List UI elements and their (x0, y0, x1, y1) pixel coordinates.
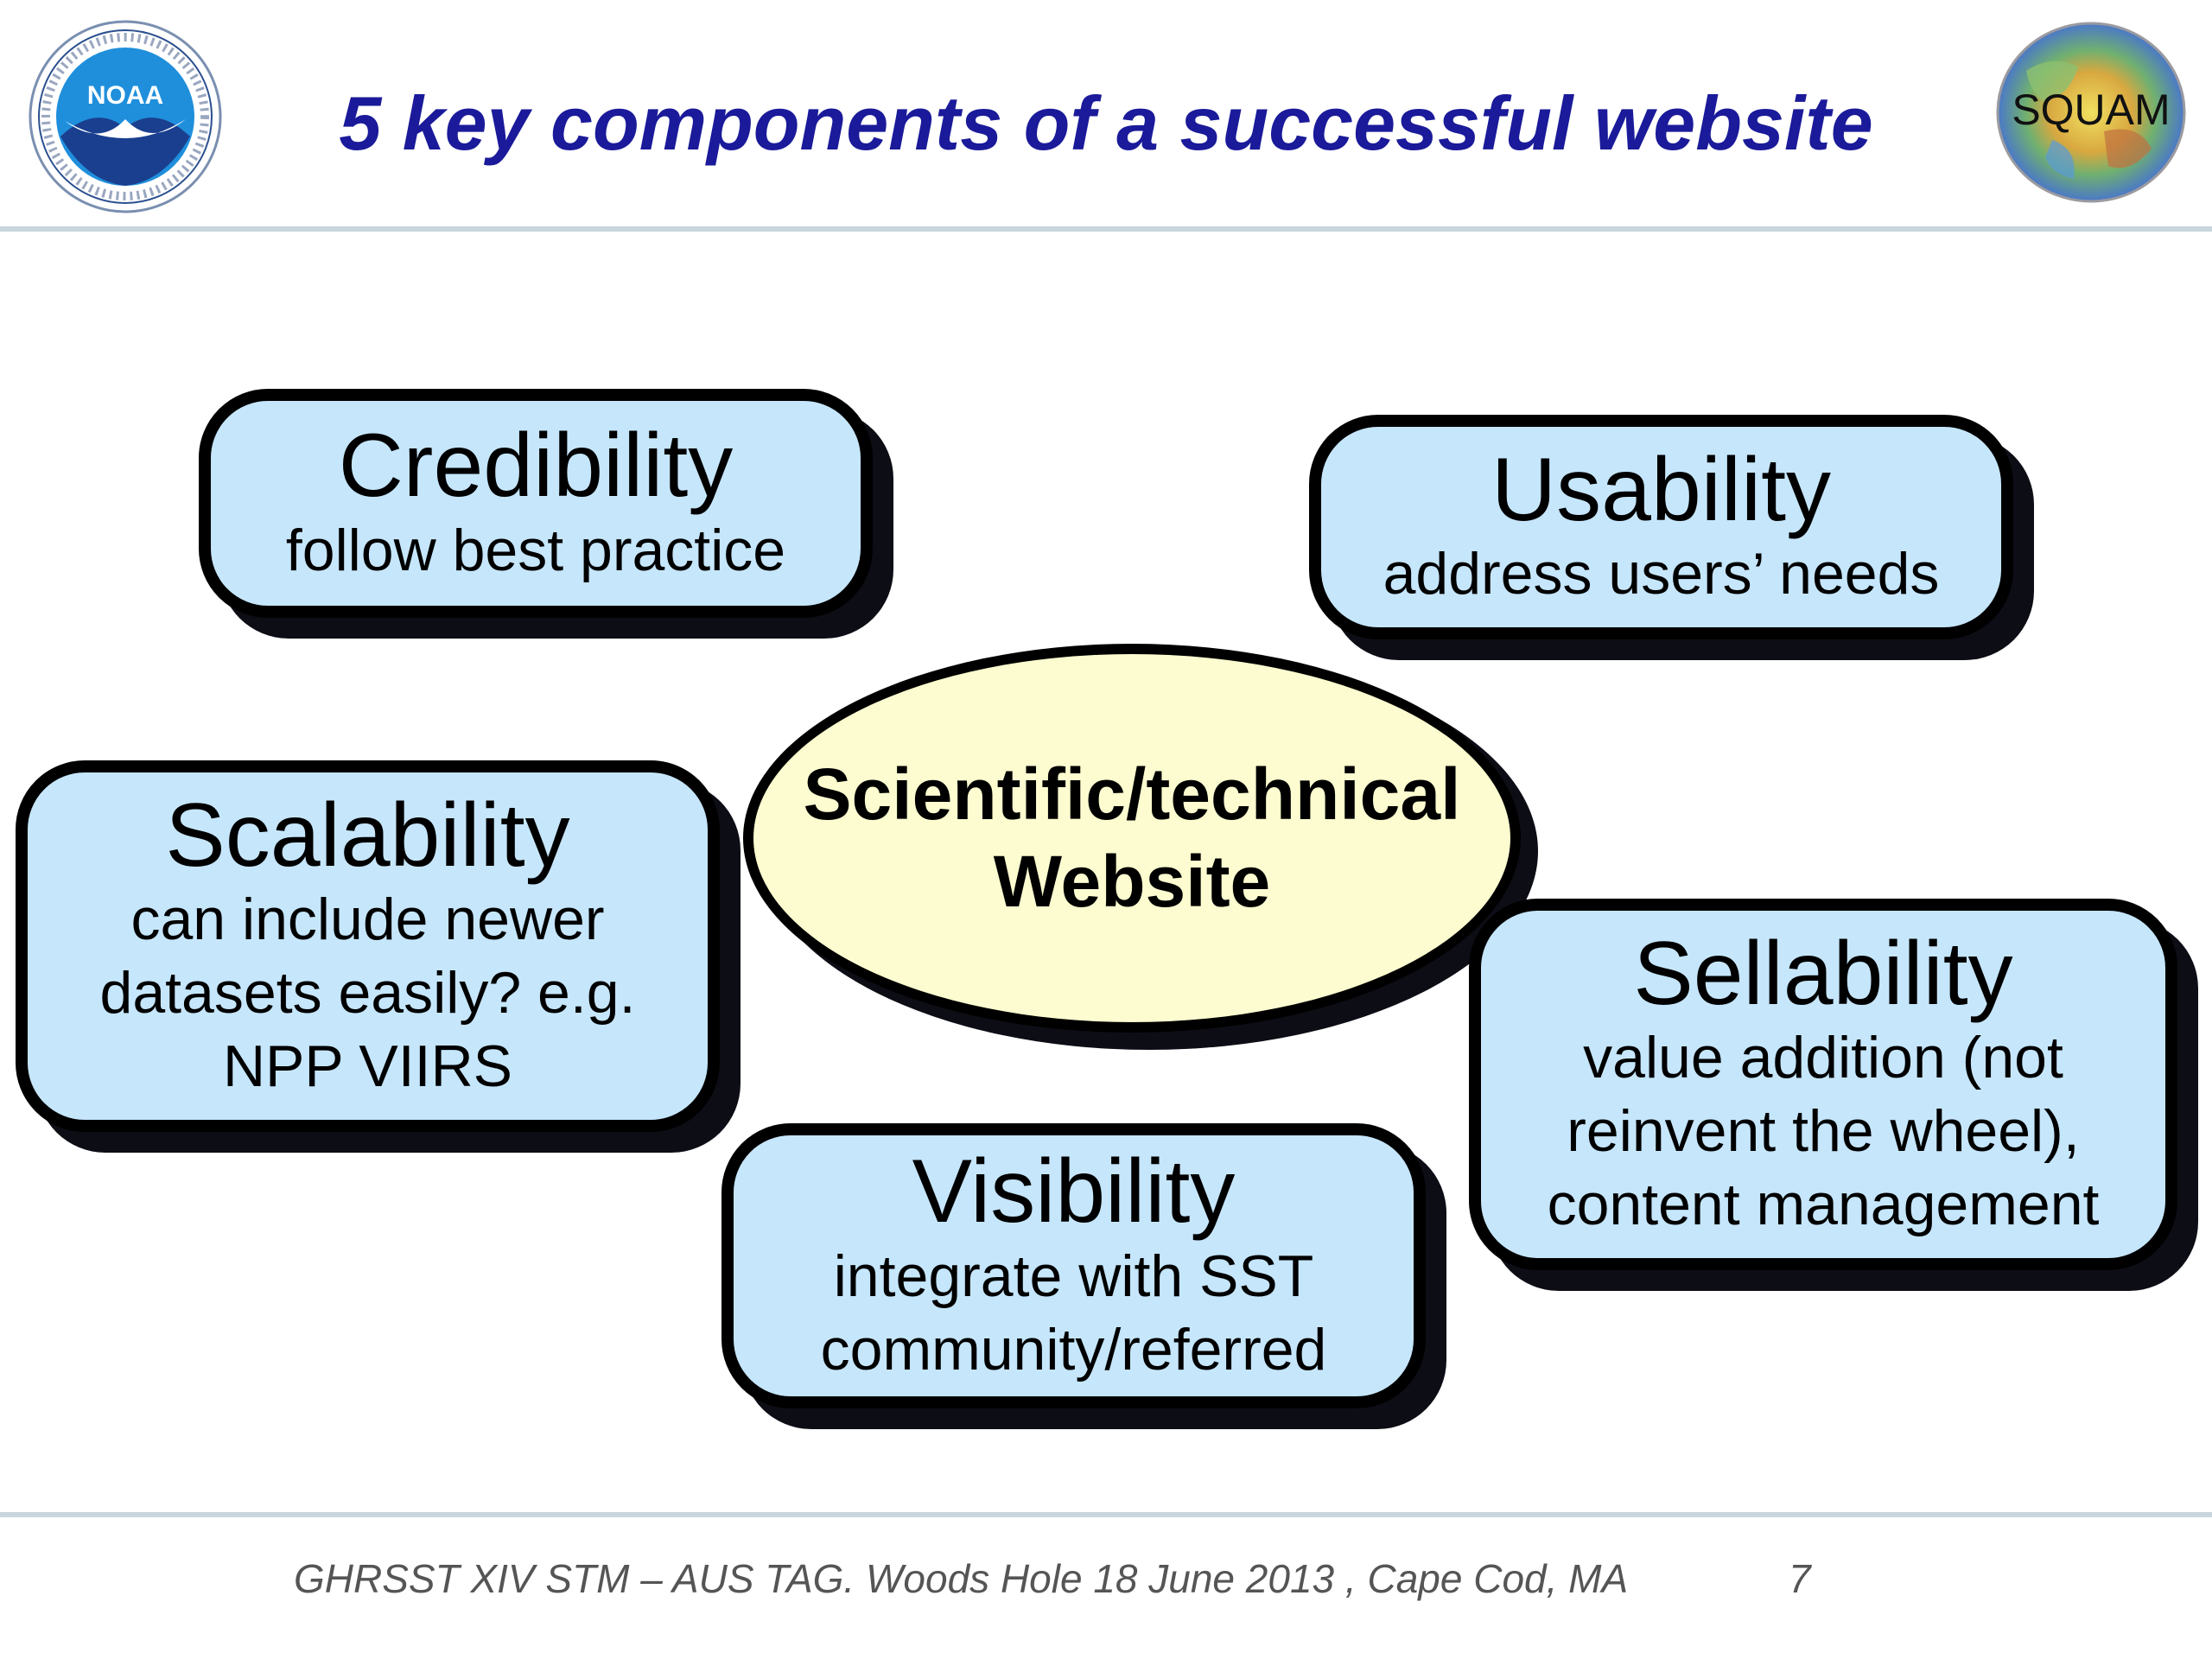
credibility-box: Credibility follow best practice (199, 389, 873, 618)
sellability-heading: Sellability (1633, 923, 2013, 1024)
usability-box: Usability address users’ needs (1309, 415, 2013, 639)
usability-heading: Usability (1491, 439, 1831, 540)
noaa-logo-text: NOAA (87, 81, 163, 110)
scalability-line-3: NPP VIIRS (222, 1033, 513, 1100)
usability-line-1: address users’ needs (1382, 541, 1940, 607)
squam-logo-text: SQUAM (2012, 86, 2170, 134)
footer-text: GHRSST XIV STM – AUS TAG. Woods Hole 18 … (294, 1556, 1629, 1601)
center-line-1: Scientific/technical (803, 753, 1461, 836)
earth-globe-icon: SQUAM (1996, 22, 2186, 203)
visibility-line-1: integrate with SST (833, 1243, 1314, 1309)
footer-divider (0, 1512, 2212, 1517)
visibility-box: Visibility integrate with SST community/… (721, 1123, 1426, 1408)
credibility-heading: Credibility (338, 416, 734, 517)
sellability-line-1: value addition (not (1583, 1025, 2063, 1091)
visibility-line-2: community/referred (820, 1316, 1327, 1382)
sellability-line-3: content management (1547, 1172, 2100, 1238)
visibility-heading: Visibility (912, 1141, 1236, 1243)
sellability-box: Sellability value addition (not reinvent… (1469, 899, 2177, 1270)
scalability-line-1: can include newer (130, 887, 605, 953)
scalability-heading: Scalability (165, 785, 570, 886)
center-line-2: Website (993, 841, 1271, 922)
scalability-box: Scalability can include newer datasets e… (16, 760, 720, 1132)
header-divider (0, 226, 2212, 232)
scalability-line-2: datasets easily? e.g. (99, 960, 636, 1027)
noaa-seal-icon: NOAA (29, 20, 222, 213)
slide-title: 5 key components of a successful website (339, 80, 1873, 166)
page-number: 7 (1789, 1556, 1811, 1601)
sellability-line-2: reinvent the wheel), (1567, 1098, 2080, 1165)
center-ellipse: Scientific/technical Website (743, 644, 1521, 1033)
credibility-line-1: follow best practice (285, 517, 786, 583)
